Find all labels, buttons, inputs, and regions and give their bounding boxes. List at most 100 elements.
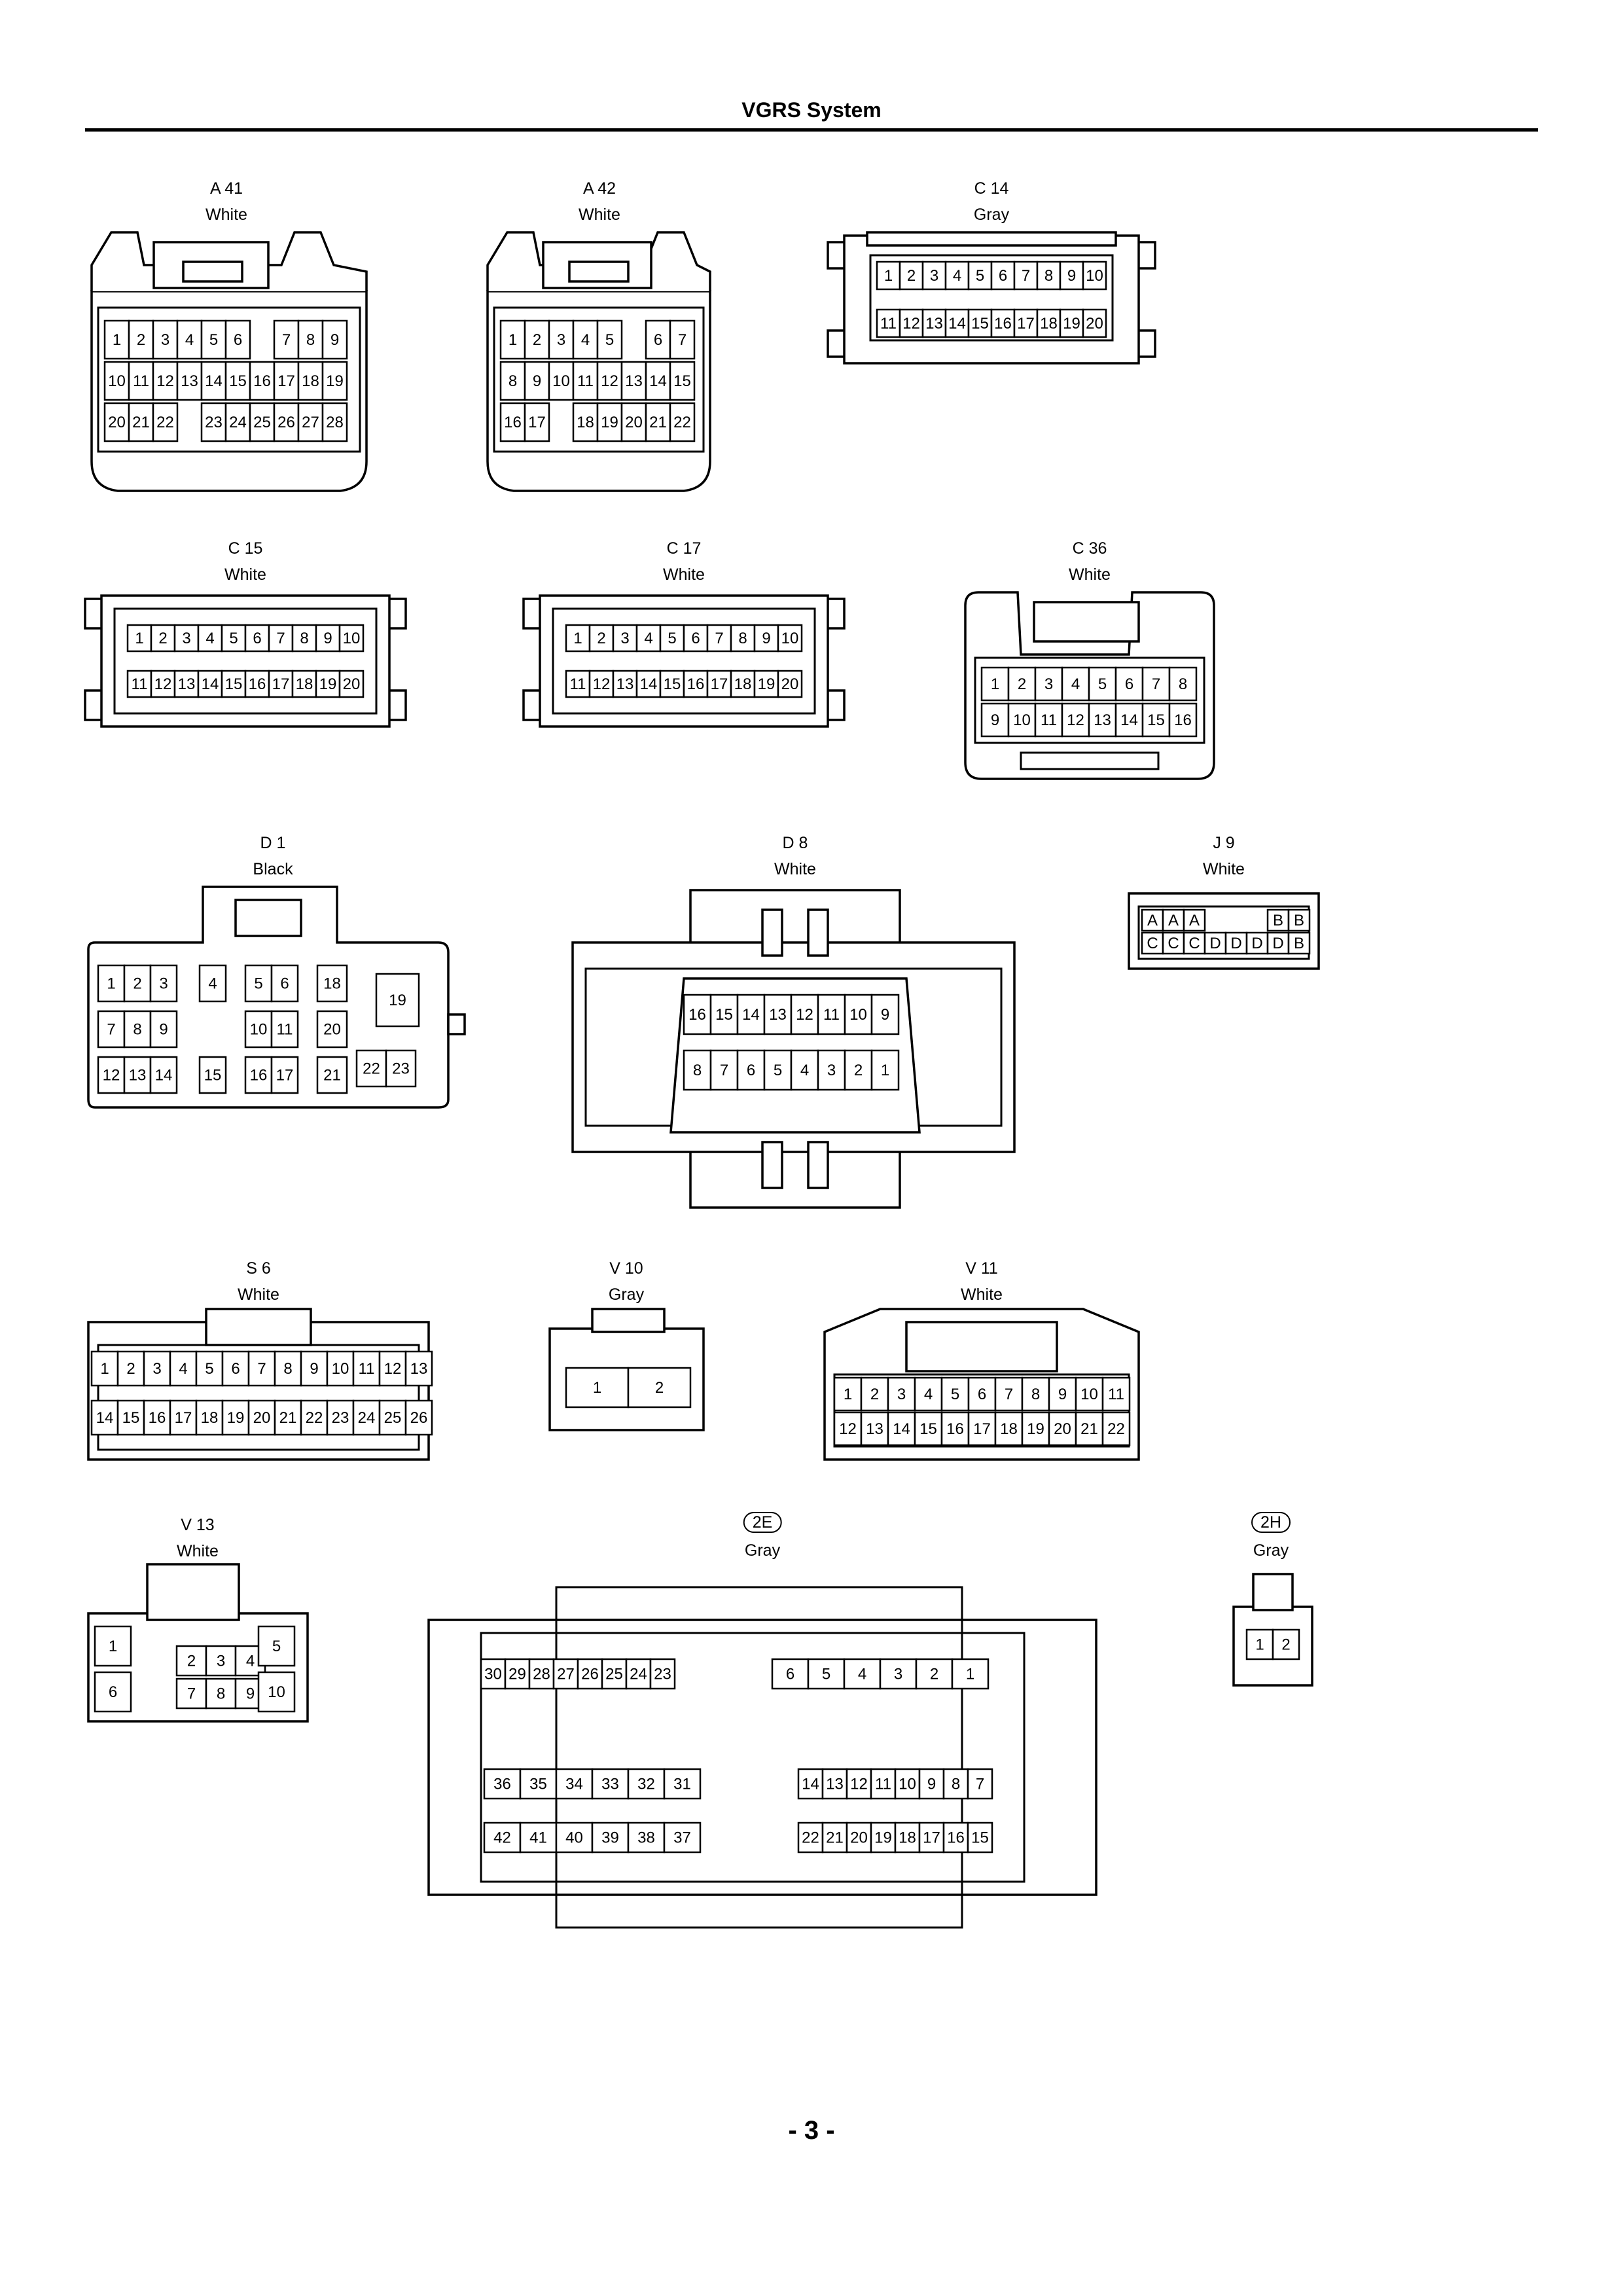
pin-v11-15: 15: [914, 1411, 943, 1446]
svg-text:11: 11: [577, 372, 594, 390]
pin-a41-28: 28: [321, 402, 348, 442]
svg-text:7: 7: [276, 630, 285, 647]
pin-v11-10: 10: [1075, 1376, 1104, 1412]
pin-j9-D: D: [1245, 931, 1269, 955]
pin-2e-19: 19: [870, 1821, 897, 1854]
svg-text:26: 26: [277, 414, 295, 431]
svg-text:B: B: [1273, 912, 1283, 929]
pin-d1-5: 5: [244, 964, 273, 1003]
svg-text:2: 2: [597, 630, 605, 647]
svg-text:9: 9: [927, 1776, 936, 1793]
pin-d8-13: 13: [763, 994, 793, 1035]
pin-a42-11: 11: [572, 361, 599, 401]
svg-text:9: 9: [991, 711, 999, 729]
pin-c15-20: 20: [338, 670, 365, 698]
pin-a41-18: 18: [297, 361, 324, 401]
svg-text:18: 18: [734, 675, 752, 693]
pin-2e-29: 29: [504, 1658, 531, 1690]
svg-text:9: 9: [762, 630, 770, 647]
svg-text:1: 1: [573, 630, 582, 647]
pin-c36-5: 5: [1088, 666, 1117, 702]
pin-v10-2: 2: [627, 1367, 692, 1408]
pin-c17-20: 20: [777, 670, 803, 698]
pin-a41-13: 13: [176, 361, 203, 401]
svg-text:18: 18: [1040, 315, 1058, 332]
svg-text:4: 4: [205, 630, 214, 647]
pin-c14-4: 4: [944, 260, 970, 291]
svg-text:3: 3: [557, 331, 565, 349]
svg-text:12: 12: [850, 1776, 868, 1793]
pin-d1-10: 10: [244, 1010, 273, 1049]
svg-text:19: 19: [1063, 315, 1080, 332]
connector-d8-color: White: [774, 860, 816, 878]
pin-j9-A: A: [1141, 908, 1164, 932]
svg-text:18: 18: [323, 975, 341, 993]
connector-a41-id: A 41: [209, 179, 243, 198]
pin-s6-17: 17: [169, 1399, 198, 1436]
page-number: - 3 -: [788, 2116, 835, 2145]
pin-s6-25: 25: [378, 1399, 407, 1436]
svg-text:22: 22: [673, 414, 691, 431]
svg-text:14: 14: [649, 372, 667, 390]
svg-text:9: 9: [1067, 267, 1076, 285]
pin-c36-16: 16: [1168, 702, 1198, 738]
pin-2e-41: 41: [519, 1821, 558, 1854]
connector-j9-id: J 9: [1213, 834, 1235, 852]
svg-text:1: 1: [508, 331, 517, 349]
pin-v11-6: 6: [967, 1376, 997, 1412]
svg-text:19: 19: [326, 372, 344, 390]
pin-c15-19: 19: [315, 670, 341, 698]
svg-text:16: 16: [253, 372, 271, 390]
svg-text:7: 7: [1152, 675, 1160, 693]
pin-2e-17: 17: [918, 1821, 945, 1854]
svg-text:4: 4: [179, 1360, 187, 1378]
pin-v11-5: 5: [940, 1376, 970, 1412]
pin-a42-18: 18: [572, 402, 599, 442]
svg-text:14: 14: [742, 1006, 760, 1024]
svg-text:19: 19: [319, 675, 337, 693]
pin-j9-C: C: [1183, 931, 1206, 955]
svg-text:14: 14: [893, 1420, 910, 1438]
svg-text:6: 6: [978, 1386, 986, 1403]
svg-text:8: 8: [1179, 675, 1187, 693]
pin-c14-19: 19: [1059, 308, 1084, 338]
svg-text:2: 2: [133, 975, 141, 993]
pin-v13-3: 3: [205, 1645, 237, 1677]
svg-text:5: 5: [254, 975, 262, 993]
pin-2e-34: 34: [555, 1768, 594, 1800]
svg-text:24: 24: [630, 1666, 647, 1683]
svg-text:20: 20: [253, 1409, 271, 1427]
svg-text:16: 16: [688, 1006, 706, 1024]
pin-a41-16: 16: [249, 361, 276, 401]
svg-text:7: 7: [720, 1062, 728, 1079]
svg-text:26: 26: [581, 1666, 599, 1683]
pin-v13-6: 6: [94, 1671, 132, 1713]
pin-2e-2: 2: [915, 1658, 954, 1690]
svg-text:6: 6: [253, 630, 261, 647]
pin-a41-14: 14: [200, 361, 227, 401]
pin-v11-13: 13: [860, 1411, 889, 1446]
connector-2h-id: 2H: [1251, 1512, 1291, 1533]
connector-c17-color: White: [663, 565, 705, 584]
svg-text:17: 17: [973, 1420, 991, 1438]
svg-text:35: 35: [529, 1776, 547, 1793]
pin-c15-2: 2: [150, 624, 176, 653]
pin-s6-24: 24: [352, 1399, 381, 1436]
pin-2e-42: 42: [483, 1821, 522, 1854]
svg-text:2: 2: [158, 630, 167, 647]
pin-2e-35: 35: [519, 1768, 558, 1800]
pin-2e-24: 24: [625, 1658, 652, 1690]
svg-text:11: 11: [1108, 1386, 1124, 1403]
svg-text:6: 6: [691, 630, 700, 647]
svg-text:4: 4: [581, 331, 590, 349]
pin-d8-16: 16: [683, 994, 712, 1035]
svg-text:10: 10: [250, 1021, 268, 1039]
svg-text:5: 5: [229, 630, 238, 647]
pin-s6-19: 19: [221, 1399, 250, 1436]
svg-text:7: 7: [1022, 267, 1030, 285]
svg-text:D: D: [1230, 935, 1241, 952]
